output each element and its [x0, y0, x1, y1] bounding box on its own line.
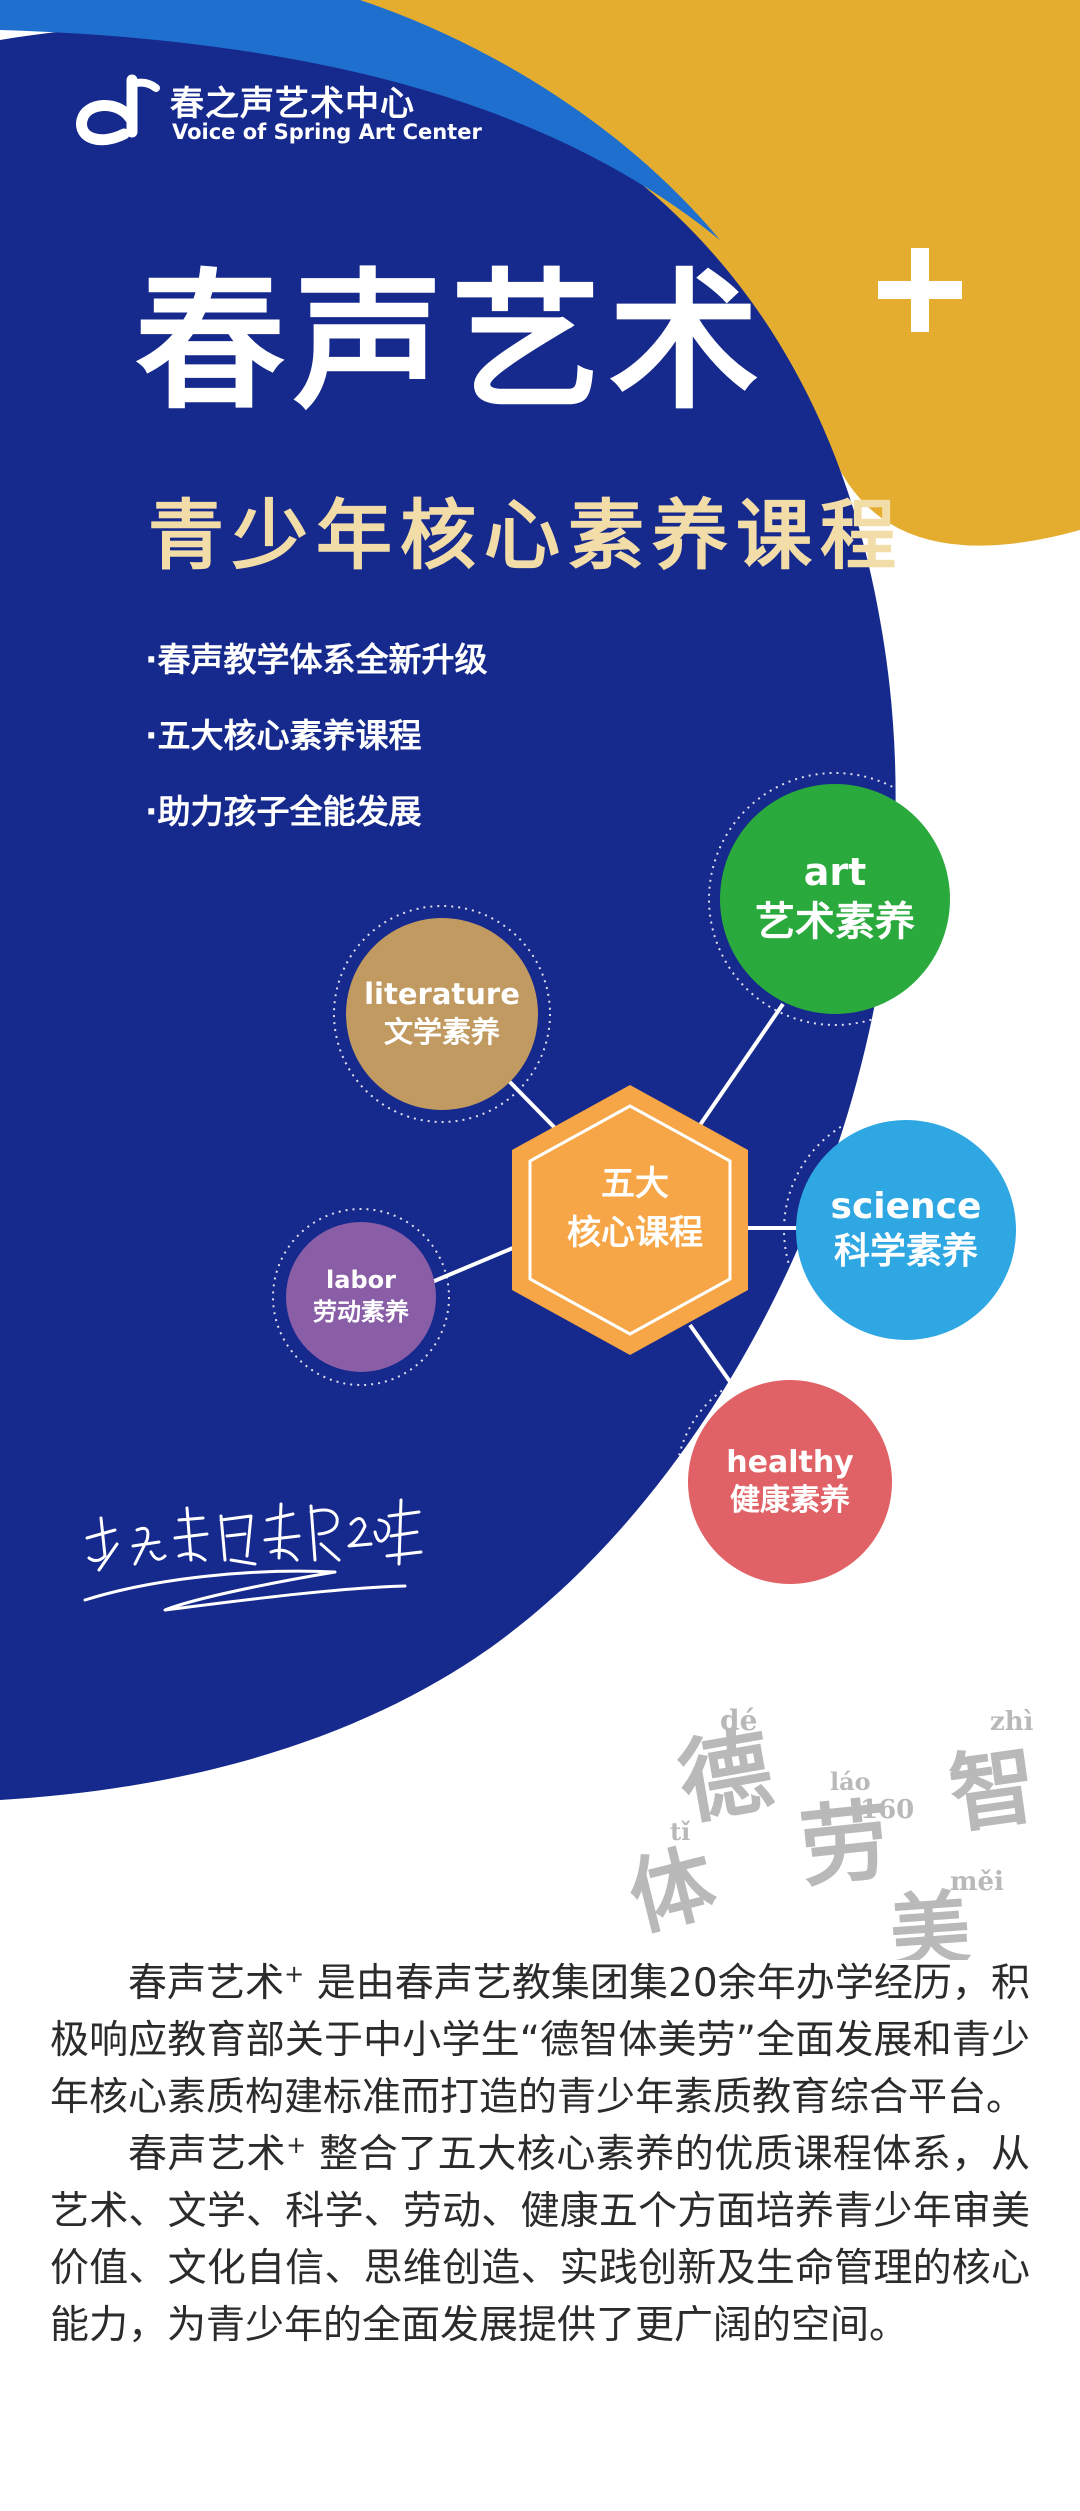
gold-corner-shape	[160, 0, 1080, 546]
connector-healthy	[688, 1323, 740, 1395]
node-labor: labor 劳动素养	[286, 1222, 436, 1372]
brand-plus: +	[284, 1960, 305, 1988]
intro-text: 春声艺术+ 是由春声艺教集团集20余年办学经历，积极响应教育部关于中小学生“德智…	[50, 1955, 1030, 2354]
logo-name-en: Voice of Spring Art Center	[172, 120, 482, 144]
paragraph-text: 是由春声艺教集团集20余年办学经历，积极响应教育部关于中小学生“德智体美劳”全面…	[50, 1961, 1030, 2120]
node-labor-en: labor	[326, 1266, 396, 1295]
background-shapes	[0, 0, 1080, 1801]
connector-labor	[431, 1243, 521, 1284]
svg-text:美: 美	[887, 1880, 973, 1960]
intro-paragraph-2: 春声艺术+ 整合了五大核心素养的优质课程体系，从艺术、文学、科学、劳动、健康五个…	[50, 2126, 1030, 2354]
blue-arc-shape	[0, 0, 720, 240]
center-label-line: 核心课程	[567, 1213, 703, 1254]
svg-text:měi: měi	[950, 1867, 1004, 1897]
subtitle: 青少年核心素养课程	[148, 491, 904, 580]
node-literature-cn: 文学素养	[383, 1014, 500, 1049]
feature-item: ·助力孩子全能发展	[145, 792, 422, 831]
svg-text:智: 智	[943, 1734, 1042, 1846]
ring-science	[783, 1107, 1029, 1353]
node-healthy: healthy 健康素养	[688, 1380, 892, 1584]
ring-art	[708, 772, 962, 1026]
center-label-line: 五大	[601, 1164, 669, 1204]
intro-paragraph-1: 春声艺术+ 是由春声艺教集团集20余年办学经历，积极响应教育部关于中小学生“德智…	[50, 1955, 1030, 2126]
brand-plus: +	[286, 2131, 307, 2159]
center-course-label: 五大 核心课程	[535, 1160, 735, 1259]
brand-logo: 春之声艺术中心 Voice of Spring Art Center	[72, 70, 492, 150]
brand-name: 春声艺术	[128, 1961, 285, 2006]
node-science-en: science	[830, 1185, 982, 1227]
svg-text:劳: 劳	[795, 1787, 893, 1900]
feature-list: ·春声教学体系全新升级 ·五大核心素养课程 ·助力孩子全能发展	[145, 636, 645, 864]
connector-art	[698, 1002, 785, 1127]
ring-labor	[272, 1208, 450, 1386]
node-science: science 科学素养	[796, 1120, 1016, 1340]
feature-item: ·春声教学体系全新升级	[145, 640, 488, 679]
paragraph-text: 整合了五大核心素养的优质课程体系，从艺术、文学、科学、劳动、健康五个方面培养青少…	[50, 2132, 1030, 2348]
node-science-cn: 科学素养	[833, 1231, 978, 1273]
node-healthy-en: healthy	[726, 1444, 854, 1480]
handwritten-signature	[83, 1498, 423, 1612]
ring-healthy	[675, 1367, 905, 1597]
feature-item: ·五大核心素养课程	[145, 716, 422, 755]
navy-circle-shape	[0, 25, 896, 1801]
svg-text:zhì: zhì	[990, 1707, 1034, 1737]
logo-mark-icon	[76, 74, 160, 146]
ring-literature	[333, 905, 551, 1123]
node-art-en: art	[803, 850, 867, 895]
svg-text:tǐ: tǐ	[670, 1817, 690, 1846]
main-title: 春声艺术	[135, 256, 768, 430]
connector-literature	[503, 1075, 557, 1130]
svg-text:dé: dé	[720, 1704, 757, 1737]
node-literature: literature 文学素养	[346, 918, 538, 1110]
node-healthy-cn: 健康素养	[730, 1482, 850, 1518]
svg-text:体: 体	[619, 1832, 724, 1948]
calligraphy-watermark: 德 智 体 劳 美 dé zhì tǐ láo měi 160	[619, 1704, 1042, 1960]
svg-text:德: 德	[671, 1716, 780, 1838]
svg-text:160: 160	[860, 1795, 914, 1825]
logo-name-cn: 春之声艺术中心	[170, 84, 415, 124]
node-literature-en: literature	[364, 976, 520, 1011]
node-art-cn: 艺术素养	[755, 898, 915, 945]
plus-icon	[878, 248, 962, 332]
node-labor-cn: 劳动素养	[313, 1297, 409, 1326]
node-art: art 艺术素养	[720, 784, 950, 1014]
brand-name: 春声艺术	[128, 2132, 287, 2177]
svg-text:láo: láo	[830, 1767, 871, 1796]
center-hexagon-outline	[528, 1104, 732, 1336]
course-diagram	[272, 772, 1029, 1597]
center-hexagon	[512, 1085, 748, 1355]
